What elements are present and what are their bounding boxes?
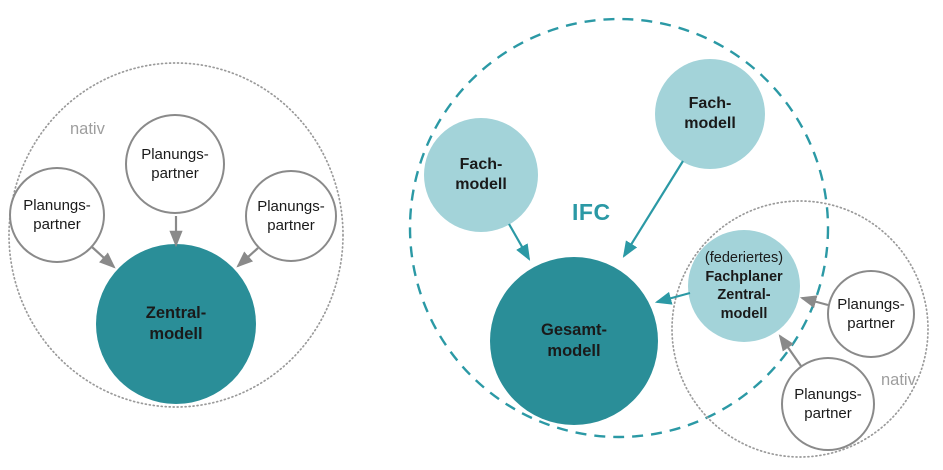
gesamtmodell-label: modell	[547, 342, 601, 360]
planungspartner-label: partner	[151, 165, 199, 182]
fachmodell-circle-top: Fach- modell	[655, 59, 765, 169]
zentralmodell-circle: Zentral- modell	[96, 244, 256, 404]
fachmodell-label: modell	[455, 176, 507, 193]
planungspartner-label: Planungs-	[837, 296, 905, 313]
planungspartner-circle-bottom-outer: Planungs- partner	[781, 357, 875, 451]
federated-label: Zentral-	[717, 287, 771, 303]
planungspartner-label: Planungs-	[141, 146, 209, 163]
fachmodell-label: Fach-	[459, 156, 503, 173]
ifc-label: IFC	[572, 199, 611, 225]
planungspartner-label: partner	[267, 217, 315, 234]
planungspartner-label: Planungs-	[794, 386, 862, 403]
arrow-partnerright-to-fachplanermodell	[799, 295, 829, 309]
zentralmodell-label: modell	[149, 325, 203, 343]
federated-label: (federiertes)	[704, 250, 784, 266]
planungspartner-circle-right-outer: Planungs- partner	[827, 270, 915, 358]
planungspartner-circle-top: Planungs- partner	[125, 114, 225, 214]
planungspartner-label: partner	[33, 216, 81, 233]
planungspartner-label: Planungs-	[257, 198, 325, 215]
fachplaner-zentralmodell-circle: (federiertes) Fachplaner Zentral- modell	[688, 230, 800, 342]
native-region-label-right: nativ	[881, 371, 916, 389]
native-region-label-left: nativ	[70, 120, 105, 138]
planungspartner-circle-right: Planungs- partner	[245, 170, 337, 262]
fachmodell-label: modell	[684, 115, 736, 132]
gesamtmodell-circle: Gesamt- modell	[490, 257, 658, 425]
planungspartner-label: partner	[804, 405, 852, 422]
fachmodell-circle-left: Fach- modell	[424, 118, 538, 232]
planungspartner-label: partner	[847, 315, 895, 332]
federated-label: modell	[720, 305, 768, 322]
arrow-partnerright-to-zentralmodell	[236, 247, 259, 268]
arrow-fachmodelltop-to-gesamtmodell	[622, 160, 684, 258]
arrow-fachplanermodell-to-gesamtmodell	[654, 291, 691, 305]
planungspartner-circle-left: Planungs- partner	[9, 167, 105, 263]
arrow-partnerbottom-to-fachplanermodell	[778, 334, 802, 367]
arrow-partnerleft-to-zentralmodell	[91, 246, 116, 269]
gesamtmodell-label: Gesamt-	[540, 321, 608, 339]
federated-label: Fachplaner	[705, 268, 783, 285]
fachmodell-label: Fach-	[688, 95, 732, 112]
arrow-fachmodellleft-to-gesamtmodell	[508, 223, 531, 261]
zentralmodell-label: Zentral-	[145, 304, 207, 322]
planungspartner-label: Planungs-	[23, 197, 91, 214]
